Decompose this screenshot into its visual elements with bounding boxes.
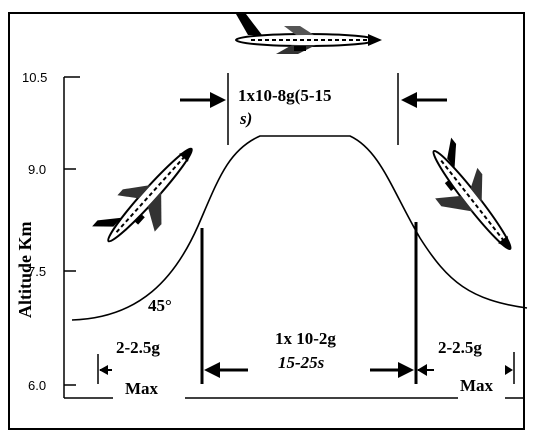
top-left-arrowhead [210, 92, 226, 108]
y-axis-label: Altitude Km [15, 221, 35, 318]
right-inner-arrowhead [417, 364, 427, 376]
y-tick-label: 9.0 [28, 162, 46, 177]
center-duration-label: 15-25s [278, 353, 325, 372]
airplane-level-icon [235, 14, 382, 54]
top-duration-label: s) [239, 109, 252, 128]
airplane-climbing-icon [92, 147, 193, 243]
top-gravity-label: 1x10-8g(5-15 [238, 86, 331, 105]
center-gravity-label: 1x 10-2g [275, 329, 336, 348]
angle-label: 45° [148, 296, 172, 315]
y-tick-label: 6.0 [28, 378, 46, 393]
y-tick-label: 7.5 [28, 264, 46, 279]
center-left-arrowhead [204, 362, 220, 378]
right-g-label: 2-2.5g [438, 338, 482, 357]
flight-trajectory-curve [71, 135, 528, 321]
center-right-arrowhead [398, 362, 414, 378]
left-max-label: Max [125, 379, 159, 398]
left-side-arrowhead [99, 365, 108, 375]
right-side-arrowhead [505, 365, 513, 375]
right-max-label: Max [460, 376, 494, 395]
left-g-label: 2-2.5g [116, 338, 160, 357]
airplane-descending-icon [432, 137, 512, 251]
y-tick-label: 10.5 [22, 70, 47, 85]
diagram-border [8, 12, 525, 430]
top-right-arrowhead [401, 92, 417, 108]
